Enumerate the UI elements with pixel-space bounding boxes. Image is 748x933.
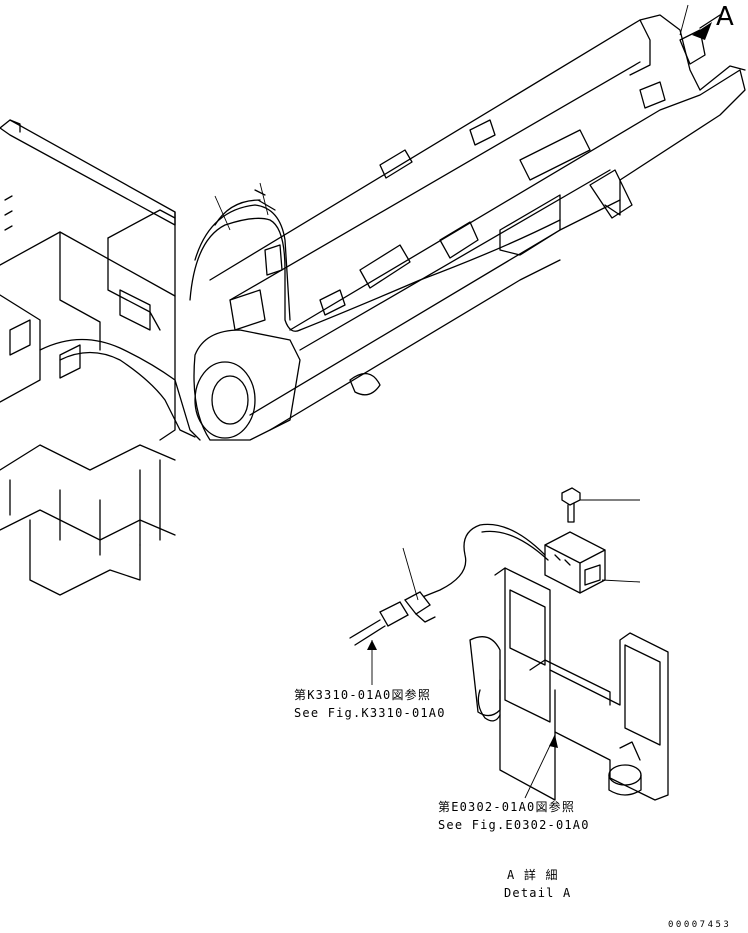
- swing-bearing: [193, 189, 301, 441]
- cab-structure: [0, 119, 201, 596]
- callout-e0302-en: See Fig.E0302-01A0: [438, 818, 590, 832]
- control-box: [544, 531, 606, 594]
- detail-title-en: Detail A: [504, 886, 572, 900]
- detail-a-bracket: [469, 567, 669, 801]
- sensor-cable: [349, 523, 549, 646]
- wiring-harness: [59, 217, 561, 438]
- arrowheads: [367, 14, 721, 748]
- detail-title-jp: A 詳 細: [507, 868, 559, 882]
- leader-lines: [214, 4, 689, 799]
- callout-k3310-jp: 第K3310-01A0図参照: [294, 688, 432, 702]
- callout-k3310-en: See Fig.K3310-01A0: [294, 706, 446, 720]
- callout-e0302-jp: 第E0302-01A0図参照: [438, 800, 576, 814]
- drawing-number: 00007453: [668, 920, 732, 930]
- boom-arm: [209, 14, 746, 431]
- bolt: [561, 487, 581, 523]
- view-marker-a: A: [716, 2, 734, 32]
